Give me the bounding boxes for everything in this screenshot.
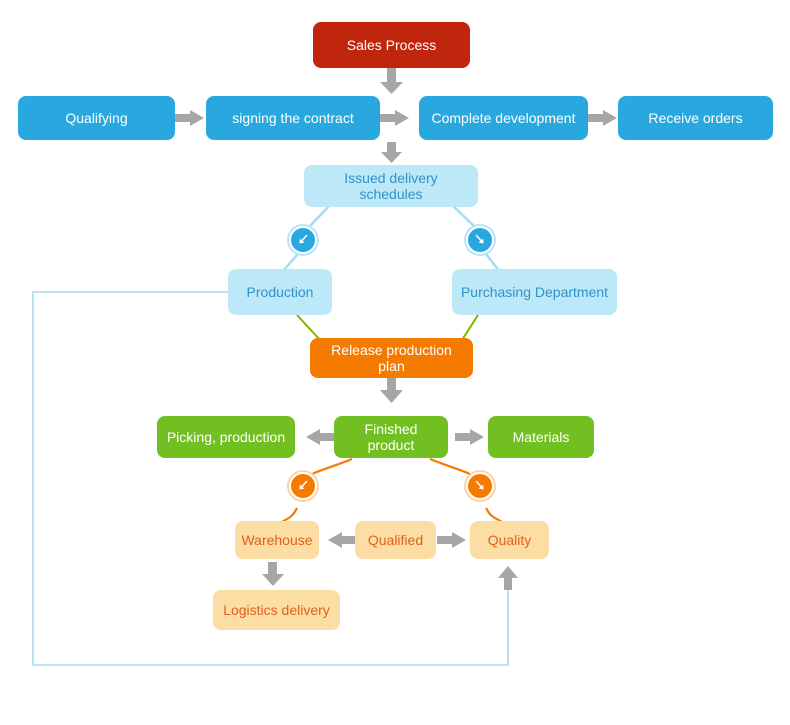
node-label: Qualifying xyxy=(65,109,128,126)
line-issued-to-split-right xyxy=(451,204,475,227)
arrow-finished-to-materials xyxy=(455,429,484,445)
arrow-qualifying-to-signing xyxy=(175,110,204,126)
node-complete-development[interactable]: Complete development xyxy=(419,96,588,140)
node-issued-delivery-schedules[interactable]: Issued delivery schedules xyxy=(304,165,478,207)
node-label: Issued delivery schedules xyxy=(344,169,438,202)
arrow-down-right-icon xyxy=(466,226,494,254)
node-qualifying[interactable]: Qualifying xyxy=(18,96,175,140)
node-qualified[interactable]: Qualified xyxy=(355,521,436,559)
node-release-production-plan[interactable]: Release production plan xyxy=(310,338,473,378)
arrow-complete-to-receive xyxy=(588,110,617,126)
node-logistics-delivery[interactable]: Logistics delivery xyxy=(213,590,340,630)
node-signing-the-contract[interactable]: signing the contract xyxy=(206,96,380,140)
node-label: signing the contract xyxy=(232,109,354,126)
node-label: Quality xyxy=(487,531,532,548)
node-label: Receive orders xyxy=(648,109,743,126)
arrow-qualified-to-quality xyxy=(437,532,466,548)
node-sales-process[interactable]: Sales Process xyxy=(313,22,470,68)
node-label: Picking, production xyxy=(166,428,286,445)
arrow-release-to-finished xyxy=(380,375,403,403)
node-picking-production[interactable]: Picking, production xyxy=(157,416,295,458)
node-label: Complete development xyxy=(431,109,576,126)
node-quality[interactable]: Quality xyxy=(470,521,549,559)
node-label: Qualified xyxy=(367,531,424,548)
arrow-signing-to-complete xyxy=(380,110,409,126)
arrow-warehouse-to-logistics xyxy=(262,562,284,586)
node-label: Warehouse xyxy=(241,531,313,548)
node-label: Finished product xyxy=(364,420,418,453)
node-materials[interactable]: Materials xyxy=(488,416,594,458)
node-label: Purchasing Department xyxy=(460,283,609,300)
arrow-down-right-icon xyxy=(466,472,494,500)
arrow-finished-to-picking xyxy=(306,429,335,445)
node-label: Sales Process xyxy=(346,36,437,53)
node-purchasing-department[interactable]: Purchasing Department xyxy=(452,269,617,315)
node-label: Logistics delivery xyxy=(223,601,330,618)
node-finished-product[interactable]: Finished product xyxy=(334,416,448,458)
arrow-complete-to-issued xyxy=(381,142,402,163)
line-purchasing-to-release xyxy=(461,314,479,341)
node-label: Production xyxy=(246,283,314,300)
node-label: Release production plan xyxy=(331,341,452,374)
node-production[interactable]: Production xyxy=(228,269,332,315)
line-issued-to-split-left xyxy=(309,204,331,227)
arrow-down-left-icon xyxy=(289,226,317,254)
arrow-qualified-to-warehouse xyxy=(328,532,357,548)
arrow-down-left-icon xyxy=(289,472,317,500)
line-production-to-release xyxy=(296,314,321,341)
arrow-sales-to-complete xyxy=(380,68,403,94)
node-label: Materials xyxy=(512,428,570,445)
node-receive-orders[interactable]: Receive orders xyxy=(618,96,773,140)
node-warehouse[interactable]: Warehouse xyxy=(235,521,319,559)
